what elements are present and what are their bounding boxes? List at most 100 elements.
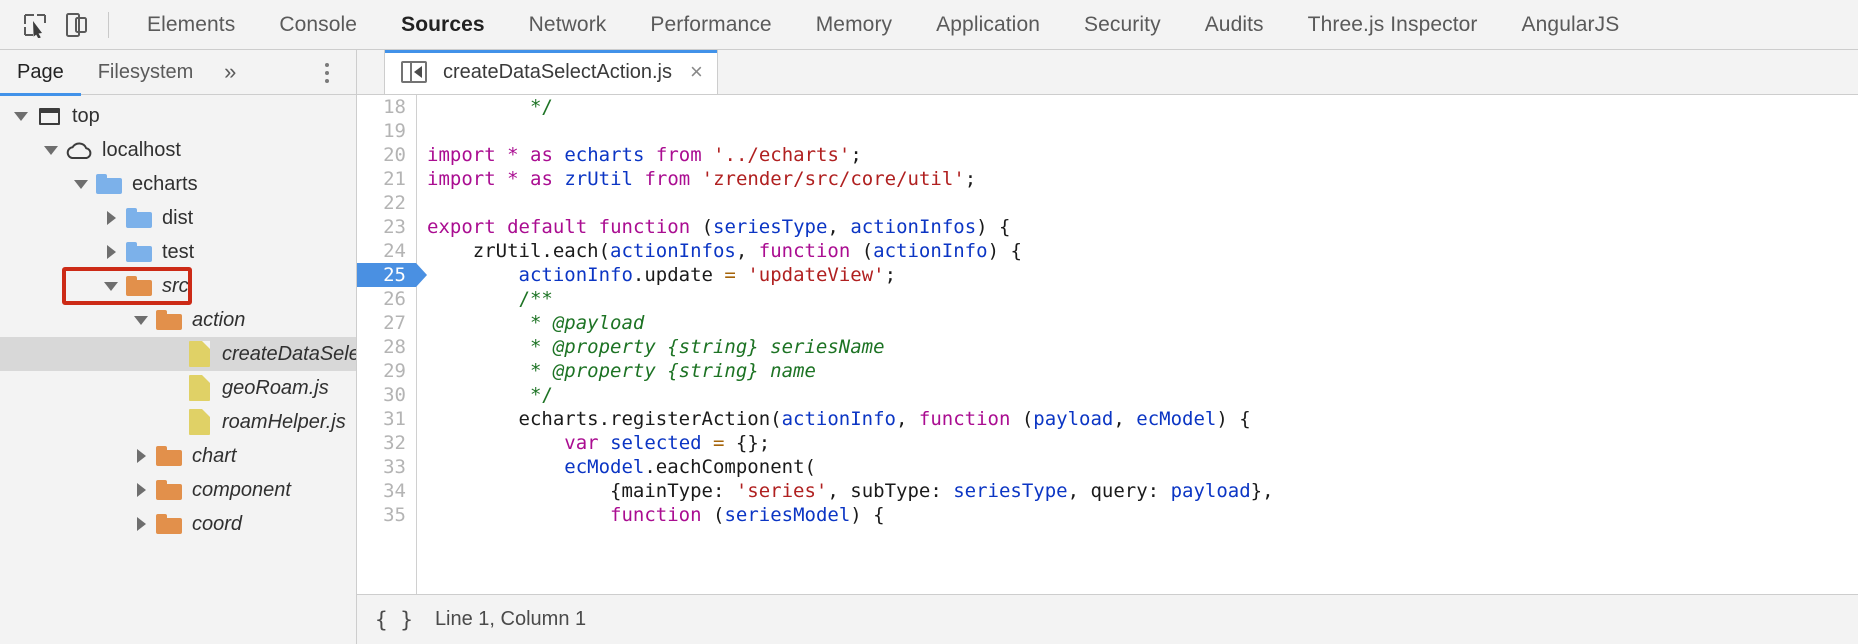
close-icon[interactable]: × <box>690 59 703 84</box>
chevron-right-icon[interactable] <box>128 483 154 497</box>
cursor-position-label: Line 1, Column 1 <box>434 608 587 630</box>
chevron-down-icon[interactable] <box>128 315 154 325</box>
code-line[interactable] <box>417 191 1858 215</box>
line-number[interactable]: 21 <box>383 168 406 190</box>
code-line[interactable]: * @payload <box>417 311 1858 335</box>
line-number[interactable]: 20 <box>383 144 406 166</box>
folder-icon <box>154 480 184 500</box>
line-number[interactable]: 22 <box>383 192 406 214</box>
tree-item-label: test <box>162 241 195 263</box>
tree-item-dist[interactable]: dist <box>0 201 356 235</box>
chevron-down-icon[interactable] <box>98 281 124 291</box>
file-tab-createdataselectaction[interactable]: createDataSelectAction.js × <box>385 50 718 94</box>
code-line[interactable]: function (seriesModel) { <box>417 503 1858 527</box>
code-line[interactable] <box>417 119 1858 143</box>
code-line[interactable]: echarts.registerAction(actionInfo, funct… <box>417 407 1858 431</box>
tree-item-georoam-js[interactable]: geoRoam.js <box>0 371 356 405</box>
code-line[interactable]: actionInfo.update = 'updateView'; <box>417 263 1858 287</box>
tree-item-createdataselectaction-js[interactable]: createDataSelectAction.js <box>0 337 356 371</box>
code-line[interactable]: var selected = {}; <box>417 431 1858 455</box>
device-toolbar-icon[interactable] <box>56 4 98 46</box>
tab-sources[interactable]: Sources <box>379 0 507 50</box>
tab-application[interactable]: Application <box>914 0 1062 50</box>
code-line[interactable]: * @property {string} name <box>417 359 1858 383</box>
navigator-options-icon[interactable] <box>310 50 344 95</box>
tree-item-top[interactable]: top <box>0 99 356 133</box>
editor-status-bar: { } Line 1, Column 1 <box>357 594 1858 644</box>
line-number[interactable]: 26 <box>383 288 406 310</box>
code-token: 'updateView' <box>747 264 885 286</box>
tree-item-echarts[interactable]: echarts <box>0 167 356 201</box>
line-number[interactable]: 35 <box>383 504 406 526</box>
more-tabs-icon[interactable]: » <box>210 50 250 95</box>
code-token: as <box>530 168 553 190</box>
tree-item-src[interactable]: src <box>0 269 356 303</box>
chevron-right-icon[interactable] <box>98 211 124 225</box>
code-line[interactable]: export default function (seriesType, act… <box>417 215 1858 239</box>
code-line[interactable]: */ <box>417 95 1858 119</box>
line-number[interactable]: 24 <box>383 240 406 262</box>
line-number[interactable]: 18 <box>383 96 406 118</box>
tab-security[interactable]: Security <box>1062 0 1183 50</box>
code-token: seriesModel <box>724 504 851 526</box>
tree-item-roamhelper-js[interactable]: roamHelper.js <box>0 405 356 439</box>
line-number-active[interactable]: 25 <box>357 263 427 287</box>
sidebar-tab-page-label: Page <box>17 60 64 83</box>
code-line[interactable]: import * as zrUtil from 'zrender/src/cor… <box>417 167 1858 191</box>
chevron-down-icon[interactable] <box>8 111 34 121</box>
chevron-down-icon[interactable] <box>68 179 94 189</box>
line-number[interactable]: 33 <box>383 456 406 478</box>
tab-security-label: Security <box>1084 12 1161 36</box>
line-number[interactable]: 27 <box>383 312 406 334</box>
code-token: }, <box>1250 480 1274 502</box>
code-token: , <box>735 240 759 262</box>
line-number[interactable]: 19 <box>383 120 406 142</box>
tree-item-component[interactable]: component <box>0 473 356 507</box>
code-token: */ <box>427 96 553 118</box>
sidebar-tab-page[interactable]: Page <box>0 50 81 96</box>
line-number[interactable]: 29 <box>383 360 406 382</box>
line-number[interactable]: 28 <box>383 336 406 358</box>
tree-item-test[interactable]: test <box>0 235 356 269</box>
code-content[interactable]: */ import * as echarts from '../echarts';… <box>417 95 1858 594</box>
tab-angularjs[interactable]: AngularJS <box>1500 0 1642 50</box>
chevron-right-icon[interactable] <box>128 517 154 531</box>
chevron-down-icon[interactable] <box>38 145 64 155</box>
tab-audits[interactable]: Audits <box>1183 0 1286 50</box>
tab-performance[interactable]: Performance <box>628 0 793 50</box>
tab-threejs-inspector[interactable]: Three.js Inspector <box>1286 0 1500 50</box>
tab-network[interactable]: Network <box>507 0 629 50</box>
code-token <box>644 144 655 166</box>
tree-item-localhost[interactable]: localhost <box>0 133 356 167</box>
pretty-print-icon[interactable]: { } <box>375 607 413 632</box>
code-token: , query: <box>1067 480 1171 502</box>
tab-memory[interactable]: Memory <box>794 0 914 50</box>
line-number[interactable]: 34 <box>383 480 406 502</box>
folder-icon <box>154 514 184 534</box>
code-line[interactable]: /** <box>417 287 1858 311</box>
sidebar-tab-filesystem[interactable]: Filesystem <box>81 50 211 95</box>
code-line[interactable]: */ <box>417 383 1858 407</box>
chevron-right-icon[interactable] <box>98 245 124 259</box>
chevron-right-icon[interactable] <box>128 449 154 463</box>
line-number[interactable]: 30 <box>383 384 406 406</box>
tree-item-coord[interactable]: coord <box>0 507 356 541</box>
inspect-cursor-icon[interactable] <box>14 4 56 46</box>
line-number[interactable]: 23 <box>383 216 406 238</box>
code-line[interactable]: zrUtil.each(actionInfos, function (actio… <box>417 239 1858 263</box>
show-navigator-icon[interactable] <box>401 61 427 83</box>
line-number[interactable]: 31 <box>383 408 406 430</box>
tab-elements[interactable]: Elements <box>125 0 257 50</box>
code-line[interactable]: import * as echarts from '../echarts'; <box>417 143 1858 167</box>
code-token: payload <box>1033 408 1114 430</box>
tab-console[interactable]: Console <box>257 0 379 50</box>
code-line[interactable]: ecModel.eachComponent( <box>417 455 1858 479</box>
code-line[interactable]: * @property {string} seriesName <box>417 335 1858 359</box>
code-line[interactable]: {mainType: 'series', subType: seriesType… <box>417 479 1858 503</box>
tree-item-chart[interactable]: chart <box>0 439 356 473</box>
line-number[interactable]: 32 <box>383 432 406 454</box>
tree-item-action[interactable]: action <box>0 303 356 337</box>
